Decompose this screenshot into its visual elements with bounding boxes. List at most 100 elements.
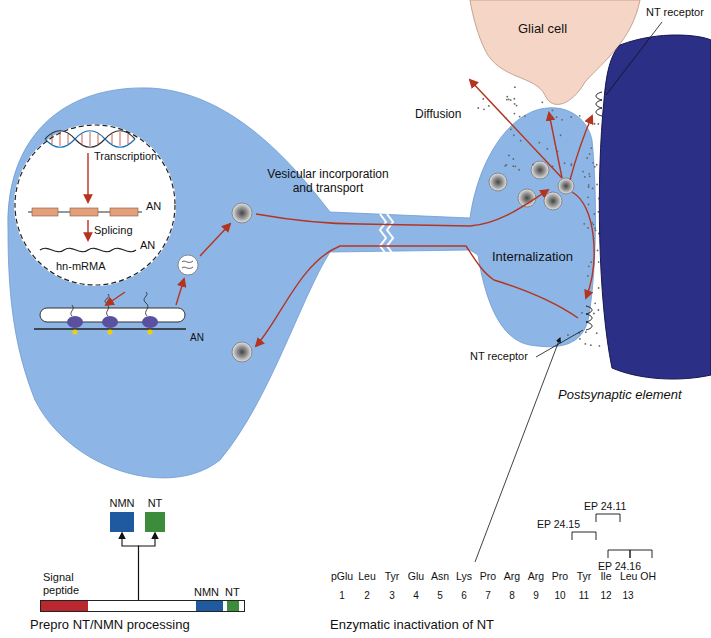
transport-arrows	[470, 80, 562, 178]
diffusing-peptide	[508, 99, 510, 101]
diffusing-peptide	[589, 153, 591, 155]
nucleus: TranscriptionANSplicingANhn-mRMA	[14, 124, 176, 286]
neuron-body	[8, 88, 596, 478]
nt-peptide: NT	[145, 512, 165, 532]
diffusing-peptide	[513, 98, 515, 100]
diffusing-peptide	[596, 184, 598, 186]
amino-acid: Lys	[456, 570, 472, 582]
nt-receptor	[586, 306, 592, 330]
residue-number: 9	[533, 590, 539, 602]
diffusing-peptide	[505, 117, 507, 119]
residue-number: 3	[389, 590, 395, 602]
diffusing-peptide	[557, 151, 559, 153]
axon-break	[387, 214, 393, 254]
diffusing-peptide	[518, 169, 520, 171]
node-text: Splicing	[94, 224, 133, 237]
diffusing-peptide	[581, 312, 583, 314]
diffusing-peptide	[552, 109, 554, 111]
cleavage-bracket	[572, 514, 652, 558]
diffusing-peptide	[519, 116, 521, 118]
nucleus-arrows	[87, 220, 88, 240]
diffusing-peptide	[594, 227, 596, 229]
transport-arrows	[570, 116, 592, 180]
diffusing-peptide	[567, 334, 569, 336]
diffusing-peptide	[550, 116, 552, 118]
receptor-label: NT receptor	[470, 350, 528, 363]
amino-acid: Glu	[408, 570, 424, 582]
dna-helix	[52, 132, 128, 146]
precursor-bar: Signal peptideNMNNT	[40, 600, 245, 612]
diffusing-peptide	[513, 113, 515, 115]
diffusing-peptide	[593, 224, 595, 226]
postsynaptic-element-outline	[599, 35, 711, 379]
residue-number: 1	[339, 590, 345, 602]
precursor-segment	[41, 601, 88, 611]
diffusing-peptide	[590, 147, 592, 149]
residue-number: 8	[509, 590, 515, 602]
node-text: Transcription	[94, 150, 157, 163]
diffusing-peptide	[585, 331, 587, 333]
gene-bar	[32, 208, 58, 216]
diffusing-peptide	[588, 184, 590, 186]
transport-arrows	[256, 190, 548, 226]
glial-cell-outline	[470, 0, 640, 112]
diffusing-peptide	[477, 107, 479, 109]
diffusing-peptide	[593, 313, 595, 315]
endoplasmic-reticulum	[34, 328, 186, 329]
endoplasmic-reticulum	[73, 330, 78, 335]
diffusing-peptide	[588, 173, 590, 175]
endoplasmic-reticulum	[34, 292, 186, 335]
amino-acid: Tyr	[577, 570, 592, 582]
vesicle	[489, 173, 507, 191]
endoplasmic-reticulum	[67, 316, 83, 328]
residue-number: 13	[622, 590, 633, 602]
diffusing-peptide	[541, 101, 543, 103]
diffusing-peptide	[483, 108, 485, 110]
diffusing-peptide	[556, 116, 558, 118]
diffusing-peptide	[587, 196, 589, 198]
transport-arrows	[549, 113, 562, 178]
diffusing-peptide	[588, 186, 590, 188]
diffusing-peptide	[561, 119, 563, 121]
postsynaptic-element: Postsynaptic element	[555, 30, 711, 410]
diffusing-peptide	[560, 134, 562, 136]
diffusing-peptide	[592, 162, 594, 164]
diffusing-peptide	[520, 140, 522, 142]
diffusing-peptide	[589, 175, 591, 177]
diffusing-peptide	[594, 123, 596, 125]
amino-acid: Leu	[358, 570, 376, 582]
nucleus-outline	[15, 125, 175, 285]
vesicle	[182, 261, 193, 268]
transport-arrows	[106, 292, 125, 305]
diffusing-peptide	[586, 157, 588, 159]
residue-number: 10	[554, 590, 565, 602]
node-text: AN	[146, 200, 161, 213]
vesicle	[178, 255, 198, 275]
receptor-label: NT receptor	[646, 6, 704, 19]
residue-number: 11	[579, 590, 589, 602]
node-text: AN	[140, 239, 155, 252]
diffusing-peptide	[596, 164, 598, 166]
diffusing-peptide	[587, 227, 589, 229]
nucleus-ground	[14, 124, 176, 286]
amino-acid: pGlu	[331, 570, 353, 582]
leader-line	[536, 330, 583, 357]
enzyme-label: EP 24.15	[537, 518, 580, 530]
enzyme-label: EP 24.11	[584, 500, 626, 512]
nt-receptor	[596, 92, 602, 116]
diffusing-peptide	[546, 148, 548, 150]
residue-number: 12	[600, 590, 611, 602]
axon-break	[380, 214, 386, 254]
vesicle	[178, 161, 574, 362]
diffusing-peptide	[590, 261, 592, 263]
endoplasmic-reticulum	[142, 316, 158, 328]
diffusing-peptide	[514, 103, 516, 105]
diffusing-peptide	[598, 261, 600, 263]
diffusing-peptide	[513, 134, 515, 136]
precursor-segment	[227, 601, 239, 611]
postsynaptic-shape	[599, 35, 711, 379]
processing-arrow	[139, 533, 156, 600]
postsynaptic-element-outline	[555, 30, 711, 410]
diffusing-peptide	[510, 128, 512, 130]
